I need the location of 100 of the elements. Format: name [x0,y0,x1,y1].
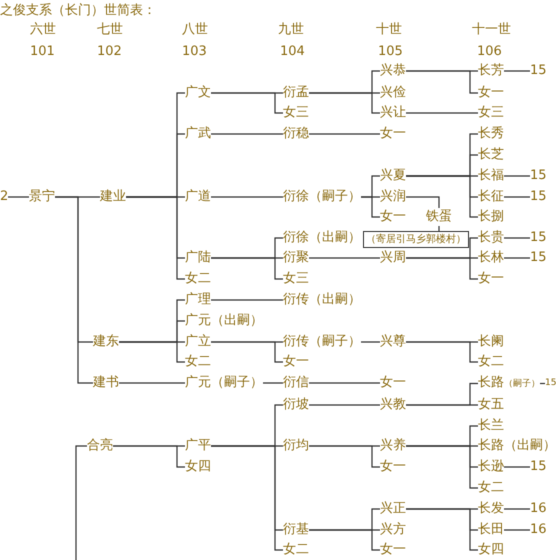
connector-line [504,237,530,239]
person-name: 广元（出嗣） [185,312,263,330]
person-name: 长芝 [478,146,504,164]
person-name: 女二 [185,270,211,288]
person-name: 女一 [380,458,406,476]
connector-line [309,92,380,114]
person-name: 合亮 [87,437,113,455]
generation-count: 15 [530,458,547,476]
person-name: 女一 [380,541,406,559]
connector-line [211,445,283,551]
person-name: 女二 [283,541,309,559]
person-name: 广立 [185,333,211,351]
generation-count: 15 [530,167,547,185]
connector-line [119,341,185,363]
person-name: 兴周 [380,249,406,267]
generation-count: 16 [530,500,547,518]
generation-code: 104 [280,43,305,61]
connector-line [113,445,185,468]
person-name: 长发 [478,500,504,518]
person-name: 衍传（嗣子） [283,333,361,351]
person-name: 长路（出嗣） [478,437,556,455]
connector-line [309,257,380,259]
generation-code: 103 [182,43,207,61]
generation-code: 102 [97,43,122,61]
generation-count: 15 [530,188,547,206]
person-name: 铁蛋 [426,208,452,226]
person-name: 兴润 [380,188,406,206]
person-name: 衍信 [283,374,309,392]
person-name: 兴教 [380,396,406,414]
person-name: 兴方 [380,521,406,539]
person-name: 广文 [185,84,211,102]
connector-line [504,196,530,198]
person-name: 长田 [478,521,504,539]
person-name: 女三 [478,104,504,122]
person-name: 兴让 [380,104,406,122]
person-name: 衍孟 [283,84,309,102]
connector-line [406,341,478,363]
connector-line [55,196,93,384]
generation-header: 七世 [97,21,123,39]
connector-line [361,196,380,218]
generation-code: 105 [378,43,403,61]
person-name: 长捌 [478,208,504,226]
person-name: 衍坡 [283,396,309,414]
person-name: 衍徐（嗣子） [283,188,361,206]
connector-line [211,257,283,280]
person-name: 女一 [478,270,504,288]
person-name: 长林 [478,249,504,267]
connector-line [504,529,530,531]
person-name: 衍均 [283,437,309,455]
person-name: 广陆 [185,249,211,267]
person-name: 女一 [380,125,406,143]
connector-line [309,133,380,135]
connector-line [504,257,530,259]
connector-line [211,92,283,114]
person-name: 长逊 [478,458,504,476]
person-name: 女一 [380,208,406,226]
connector-line [211,196,283,198]
generation-header: 十一世 [472,21,511,39]
connector-line [406,404,478,406]
connector-line [8,196,29,198]
generation-header: 六世 [30,21,56,39]
connector-line [504,508,530,510]
generation-count: 16 [530,521,547,539]
person-name: 衍稳 [283,125,309,143]
person-name: 女三 [283,104,309,122]
connector-line [211,341,283,363]
connector-line [119,382,185,384]
generation-count: 15 [545,374,556,392]
person-name: 女二 [185,353,211,371]
connector-line [126,196,185,280]
connector-line [309,529,380,551]
person-name: 女一 [283,353,309,371]
person-name: 建业 [100,188,126,206]
connector-line [211,299,283,301]
generation-count: 15 [530,62,547,80]
connector-line [406,175,478,218]
connector-line [263,382,283,384]
person-name: 衍基 [283,521,309,539]
person-name: 女四 [185,458,211,476]
person-name: 兴尊 [380,333,406,351]
person-name: 衍聚 [283,249,309,267]
table-title: 之俊支系（长门）世简表： [0,2,156,20]
connector-line [438,226,440,231]
generation-header: 九世 [278,21,304,39]
generation-count: 15 [530,249,547,267]
person-name: 女四 [478,541,504,559]
person-name: 景宁 [29,188,55,206]
generation-code: 101 [30,43,55,61]
person-name: 广武 [185,125,211,143]
person-name: 长福 [478,167,504,185]
person-name: 长芳 [478,62,504,80]
connector-line [504,70,530,72]
note-box: （寄居引马乡郭楼村） [363,230,469,248]
person-name: 兴正 [380,500,406,518]
generation-header: 十世 [376,21,402,39]
connector-line [504,175,530,177]
person-name: 广道 [185,188,211,206]
connector-line [406,508,478,551]
connector-line [406,112,478,114]
note-text: （嗣子） [504,378,540,388]
